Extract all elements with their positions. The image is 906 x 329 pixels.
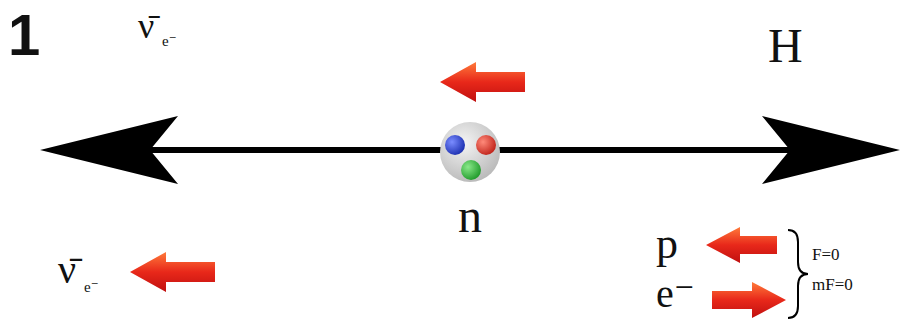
subscript: e⁻ <box>84 280 99 295</box>
subscript: e⁻ <box>162 34 177 49</box>
brace <box>788 230 808 318</box>
field-label: H <box>768 22 803 70</box>
spin-arrow <box>440 62 525 102</box>
spin-arrow <box>706 227 777 263</box>
antineutrino-symbol: ν̄ <box>58 250 76 290</box>
neutron-sphere <box>440 122 500 182</box>
particle-label: e⁻ <box>656 274 695 314</box>
antineutrino-symbol: ν̄ <box>138 8 154 44</box>
particle-label: n <box>458 192 482 240</box>
spin-arrow <box>712 282 786 318</box>
figure-number: 1 <box>8 6 40 64</box>
quantum-number: F=0 <box>812 246 840 263</box>
particle-label: p <box>656 222 678 266</box>
quantum-number: mF=0 <box>812 276 853 293</box>
axis-arrow <box>40 116 900 184</box>
spin-arrow <box>130 252 215 292</box>
